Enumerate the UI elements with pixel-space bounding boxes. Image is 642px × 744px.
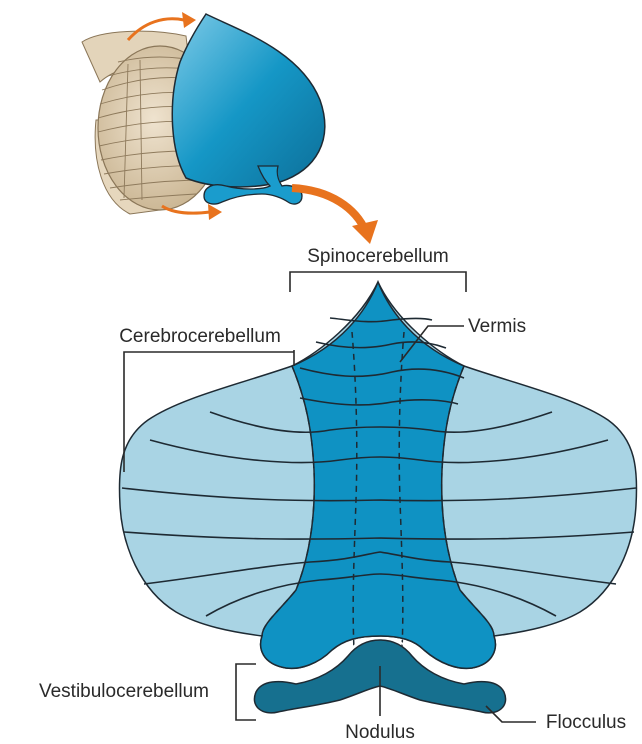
arrowhead-main bbox=[352, 220, 378, 244]
label-nodulus: Nodulus bbox=[345, 722, 415, 743]
label-cerebrocerebellum: Cerebrocerebellum bbox=[119, 326, 281, 347]
inset-cerebellum bbox=[82, 14, 325, 214]
label-flocculus: Flocculus bbox=[546, 712, 626, 733]
inset-blue-cerebellum bbox=[172, 14, 324, 187]
arrowhead-top bbox=[182, 12, 196, 28]
vestibulocerebellum-bracket bbox=[236, 664, 256, 720]
arrowhead-bottom bbox=[208, 204, 222, 220]
label-vermis: Vermis bbox=[468, 316, 526, 337]
label-vestibulocerebellum: Vestibulocerebellum bbox=[39, 681, 209, 702]
label-spinocerebellum: Spinocerebellum bbox=[307, 246, 449, 267]
